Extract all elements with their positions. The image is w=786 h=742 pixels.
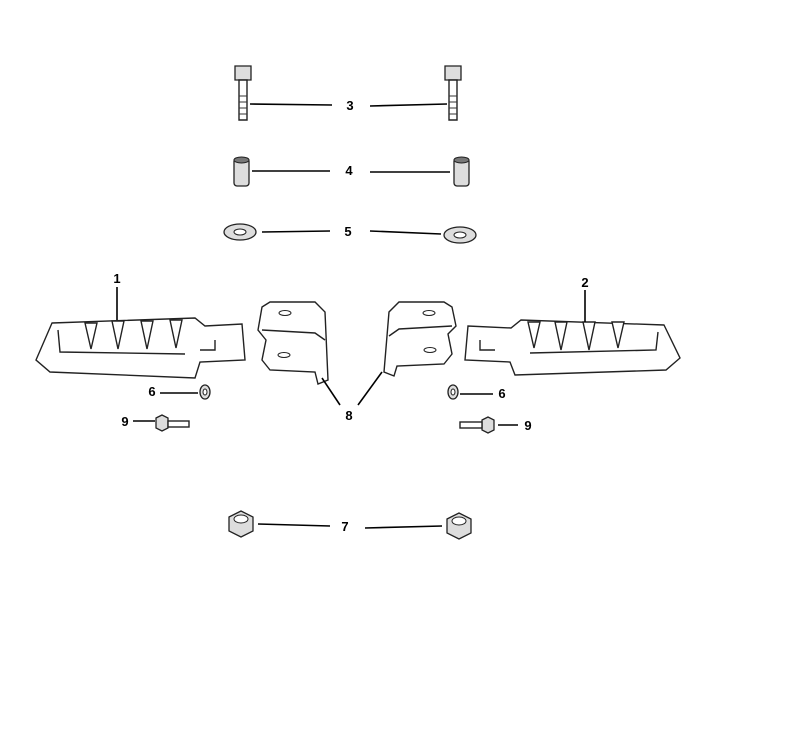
spacer-right xyxy=(453,156,470,187)
small-bolt-right xyxy=(459,416,495,434)
footrest-right xyxy=(464,319,681,376)
callout-7: 7 xyxy=(341,519,348,534)
bolt-left xyxy=(234,65,252,121)
washer-left xyxy=(223,223,257,241)
bracket-left xyxy=(257,301,329,385)
callout-1: 1 xyxy=(113,271,120,286)
nut-right xyxy=(446,512,472,540)
leader-line xyxy=(261,230,331,233)
leader-line xyxy=(369,230,442,235)
washer-right xyxy=(443,226,477,244)
callout-9-right: 9 xyxy=(524,418,531,433)
leader-line xyxy=(249,103,333,106)
leader-line xyxy=(357,371,383,406)
spacer-left xyxy=(233,156,250,187)
leader-line xyxy=(364,525,443,529)
footrest-left xyxy=(35,317,246,379)
leader-line xyxy=(321,377,341,406)
nut-left xyxy=(228,510,254,538)
callout-3: 3 xyxy=(346,98,353,113)
callout-5: 5 xyxy=(344,224,351,239)
small-washer-right xyxy=(447,384,459,400)
callout-2: 2 xyxy=(581,275,588,290)
callout-9-left: 9 xyxy=(121,414,128,429)
callout-8: 8 xyxy=(345,408,352,423)
bolt-right xyxy=(444,65,462,121)
callout-6-left: 6 xyxy=(148,384,155,399)
leader-line xyxy=(257,523,331,527)
small-bolt-left xyxy=(155,414,190,432)
leader-line xyxy=(369,103,448,107)
bracket-right xyxy=(383,301,457,377)
callout-6-right: 6 xyxy=(498,386,505,401)
callout-4: 4 xyxy=(345,163,353,178)
small-washer-left xyxy=(199,384,211,400)
